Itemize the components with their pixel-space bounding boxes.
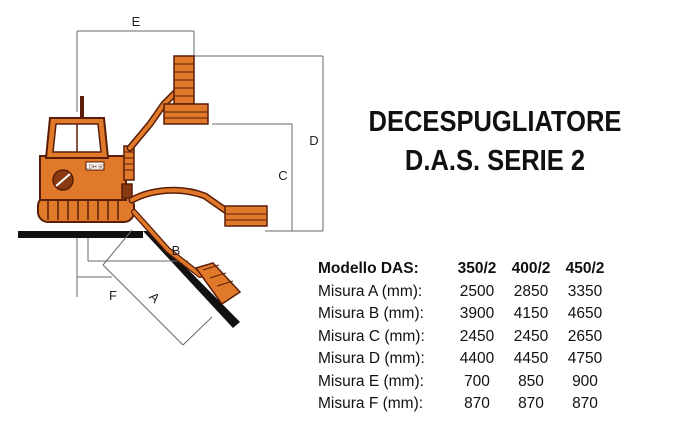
table-header-row: Modello DAS: 350/2 400/2 450/2 (318, 258, 612, 281)
table-row: Misura B (mm): 3900 4150 4650 (318, 303, 612, 326)
ground-slope (143, 231, 240, 328)
row-value: 4150 (513, 305, 549, 322)
product-title-line-1: DECESPUGLIATORE (368, 106, 622, 138)
ground-profile (18, 231, 240, 328)
row-label: Misura D (mm): (318, 350, 425, 367)
table-row: Misura A (mm): 2500 2850 3350 (318, 281, 612, 304)
row-label: Misura C (mm): (318, 327, 425, 345)
horizontal-arm (128, 186, 268, 227)
dimension-lines (76, 30, 324, 346)
table-row: Misura D (mm): 4400 4450 4750 (318, 348, 612, 371)
row-value: 2500 (459, 282, 495, 300)
row-value: 870 (464, 395, 490, 412)
machine-plate-label: LDH 50 (86, 165, 105, 171)
row-value: 900 (572, 372, 598, 390)
row-value: 2450 (459, 327, 495, 345)
ground-cutter-head (224, 205, 268, 227)
row-value: 700 (464, 372, 490, 390)
table-row: Misura E (mm): 700 850 900 (318, 371, 612, 394)
exhaust-pipe (80, 96, 84, 118)
raised-arm (126, 55, 209, 152)
row-value: 4750 (567, 350, 603, 367)
specification-table: Modello DAS: 350/2 400/2 450/2 Misura A … (318, 258, 612, 416)
row-value: 870 (572, 395, 598, 412)
row-value: 4450 (513, 350, 549, 367)
dimension-label-f: F (109, 288, 117, 303)
dimension-label-a: A (146, 289, 163, 306)
dimension-label-d: D (309, 133, 318, 148)
model-header: 400/2 (511, 260, 551, 277)
raised-cutter-bar (163, 103, 209, 125)
model-header: 350/2 (457, 260, 497, 277)
row-value: 870 (518, 395, 544, 412)
dimension-label-e: E (132, 14, 141, 29)
tractor: LDH 50 (37, 96, 135, 223)
table-header-label: Modello DAS: (318, 260, 419, 277)
row-value: 4650 (567, 305, 603, 322)
table-row: Misura C (mm): 2450 2450 2650 (318, 326, 612, 349)
row-value: 2450 (513, 327, 549, 345)
ground-flat (18, 231, 143, 238)
row-value: 2650 (567, 327, 603, 345)
row-value: 3900 (459, 305, 495, 322)
row-value: 850 (518, 372, 544, 390)
dimension-label-b: B (172, 243, 181, 258)
row-label: Misura E (mm): (318, 372, 424, 390)
dimension-label-c: C (278, 168, 287, 183)
row-value: 4400 (459, 350, 495, 367)
row-value: 2850 (513, 282, 549, 300)
model-header: 450/2 (565, 260, 605, 277)
row-label: Misura B (mm): (318, 305, 424, 322)
row-label: Misura A (mm): (318, 282, 423, 300)
product-title-line-2: D.A.S. SERIE 2 (404, 145, 586, 177)
row-value: 3350 (567, 282, 603, 300)
row-label: Misura F (mm): (318, 395, 424, 412)
slope-arm (131, 209, 242, 306)
slope-cutter-head (194, 262, 242, 306)
dimension-a-line (102, 229, 133, 266)
table-row: Misura F (mm): 870 870 870 (318, 393, 612, 416)
